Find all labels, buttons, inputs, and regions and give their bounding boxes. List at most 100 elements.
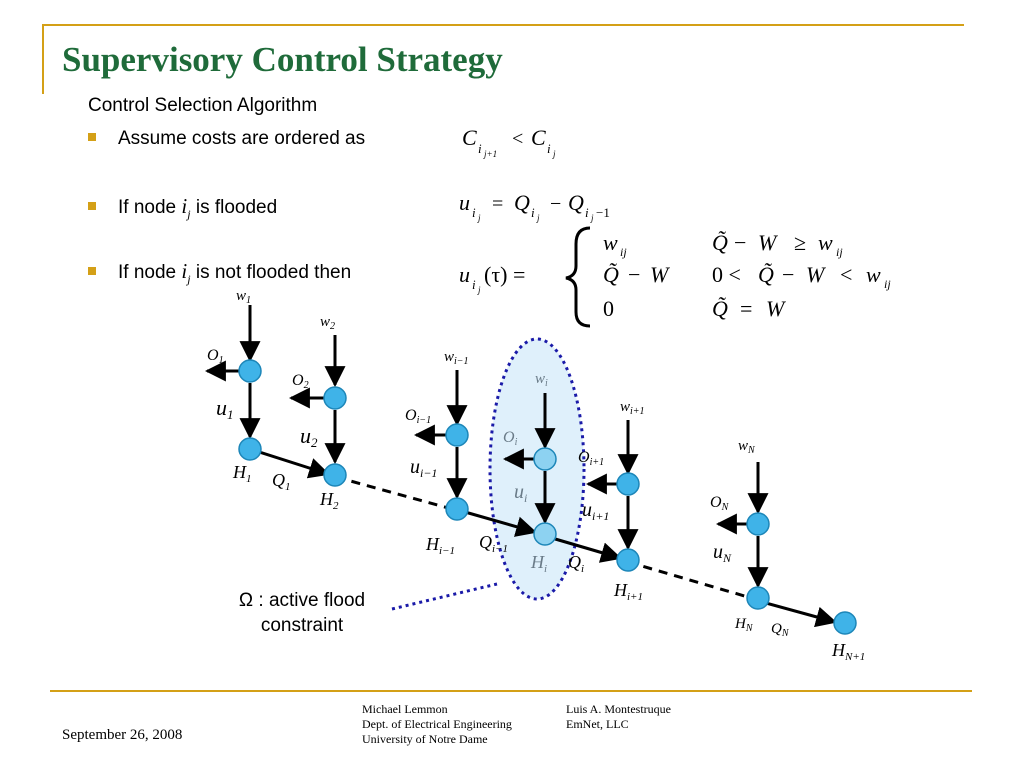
svg-text:(τ) =: (τ) =	[484, 262, 525, 287]
annotation-pointer	[391, 582, 498, 611]
node-control-1	[238, 359, 262, 383]
svg-text:−1: −1	[596, 205, 610, 220]
top-rule	[42, 24, 964, 26]
svg-text:0 <: 0 <	[712, 262, 741, 287]
svg-text:wi−1: wi−1	[444, 349, 469, 367]
svg-text:C: C	[531, 125, 546, 150]
svg-text:j: j	[477, 213, 481, 223]
node-hNp1	[833, 611, 857, 635]
node-hi	[533, 522, 557, 546]
svg-text:W: W	[806, 262, 826, 287]
svg-text:W: W	[758, 230, 778, 255]
svg-text:Oi: Oi	[503, 429, 518, 448]
bullet-square-icon	[88, 202, 96, 210]
node-hip1	[616, 548, 640, 572]
svg-text:QN: QN	[771, 621, 790, 639]
svg-text:ui: ui	[514, 481, 527, 505]
bullet-flooded: If node ij is flooded	[88, 194, 277, 222]
svg-text:O1: O1	[207, 347, 224, 366]
svg-text:ON: ON	[710, 494, 730, 513]
footer-author-1: Michael Lemmon Dept. of Electrical Engin…	[362, 702, 512, 746]
svg-text:Q: Q	[514, 190, 530, 215]
active-flood-region	[488, 337, 586, 601]
svg-text:w: w	[866, 262, 881, 287]
footer-date: September 26, 2008	[62, 727, 183, 743]
svg-text:Qi−1: Qi−1	[479, 532, 508, 555]
bullet-not-flooded: If node ij is not flooded then	[88, 259, 351, 287]
flooded-control-equation: u i j = Q i j − Q i j −1	[459, 190, 610, 223]
bullet-costs: Assume costs are ordered as	[88, 128, 365, 150]
bullet-text: is not flooded then	[190, 262, 352, 283]
svg-text:wi+1: wi+1	[620, 399, 645, 417]
svg-text:<: <	[840, 262, 852, 287]
svg-text:ui−1: ui−1	[410, 456, 437, 480]
svg-text:w2: w2	[320, 314, 335, 332]
svg-text:uN: uN	[713, 541, 732, 565]
svg-text:<: <	[512, 128, 523, 150]
svg-text:C: C	[462, 125, 477, 150]
svg-text:Hi: Hi	[530, 552, 547, 575]
svg-text:j: j	[552, 149, 556, 159]
svg-text:HN: HN	[734, 616, 754, 634]
bullet-text: If node	[118, 262, 182, 283]
svg-text:ij: ij	[884, 277, 891, 291]
svg-text:i: i	[472, 205, 476, 220]
svg-text:W: W	[650, 262, 670, 287]
svg-text:=: =	[740, 296, 752, 321]
cost-order-equation: C i j+1 < C i j	[462, 125, 556, 159]
svg-text:ij: ij	[620, 245, 627, 259]
svg-text:ui+1: ui+1	[582, 499, 609, 523]
bullet-text: If node	[118, 197, 182, 218]
flood-network-diagram: w1 w2 wi−1 wi wi+1 wN O1 O2 Oi−1 Oi Oi+1…	[204, 288, 865, 663]
svg-text:u: u	[459, 190, 470, 215]
node-control-2	[323, 386, 347, 410]
bullet-text: is flooded	[190, 197, 278, 218]
svg-text:u2: u2	[300, 423, 318, 450]
flood-constraint-annotation: Ω : active flood constraint	[238, 590, 366, 636]
node-control-ip1	[616, 472, 640, 496]
svg-text:i: i	[585, 205, 589, 220]
svg-text:Oi−1: Oi−1	[405, 407, 431, 426]
svg-text:−: −	[734, 230, 746, 255]
svg-text:i: i	[547, 141, 551, 156]
svg-text:O2: O2	[292, 372, 309, 391]
node-h1	[238, 437, 262, 461]
svg-text:Q̃: Q̃	[712, 296, 728, 321]
svg-text:j: j	[477, 285, 481, 295]
slide-subtitle: Control Selection Algorithm	[88, 95, 318, 116]
bullet-square-icon	[88, 267, 96, 275]
svg-text:w: w	[818, 230, 833, 255]
svg-text:wN: wN	[738, 438, 756, 456]
svg-text:Q: Q	[568, 190, 584, 215]
svg-text:i: i	[472, 277, 476, 292]
node-control-im1	[445, 423, 469, 447]
node-var: ij	[181, 194, 191, 222]
node-var: ij	[181, 259, 191, 287]
svg-text:wi: wi	[535, 371, 548, 389]
bullet-text: Assume costs are ordered as	[118, 128, 366, 149]
bullet-square-icon	[88, 133, 96, 141]
svg-text:j+1: j+1	[483, 149, 497, 159]
svg-text:Qi: Qi	[568, 552, 584, 575]
svg-text:HN+1: HN+1	[831, 640, 865, 663]
svg-text:H1: H1	[232, 462, 252, 485]
node-control-i	[533, 447, 557, 471]
svg-text:w1: w1	[236, 288, 251, 306]
svg-text:≥: ≥	[794, 230, 806, 255]
svg-text:−: −	[782, 262, 794, 287]
svg-text:j: j	[536, 213, 540, 223]
node-him1	[445, 497, 469, 521]
svg-text:Hi−1: Hi−1	[425, 534, 455, 557]
svg-text:ij: ij	[836, 245, 843, 259]
node-hN	[746, 586, 770, 610]
svg-text:=: =	[492, 193, 503, 215]
svg-text:Oi+1: Oi+1	[578, 449, 604, 468]
svg-text:Q̃: Q̃	[603, 262, 619, 287]
svg-text:−: −	[628, 262, 640, 287]
footer-rule	[50, 690, 972, 692]
svg-text:Q̃: Q̃	[712, 230, 728, 255]
svg-text:i: i	[531, 205, 535, 220]
node-control-N	[746, 512, 770, 536]
svg-text:−: −	[550, 193, 561, 215]
not-flooded-control-equation: u i j (τ) = w ij Q̃ − W ≥ w ij Q̃ − W 0 …	[459, 226, 891, 328]
